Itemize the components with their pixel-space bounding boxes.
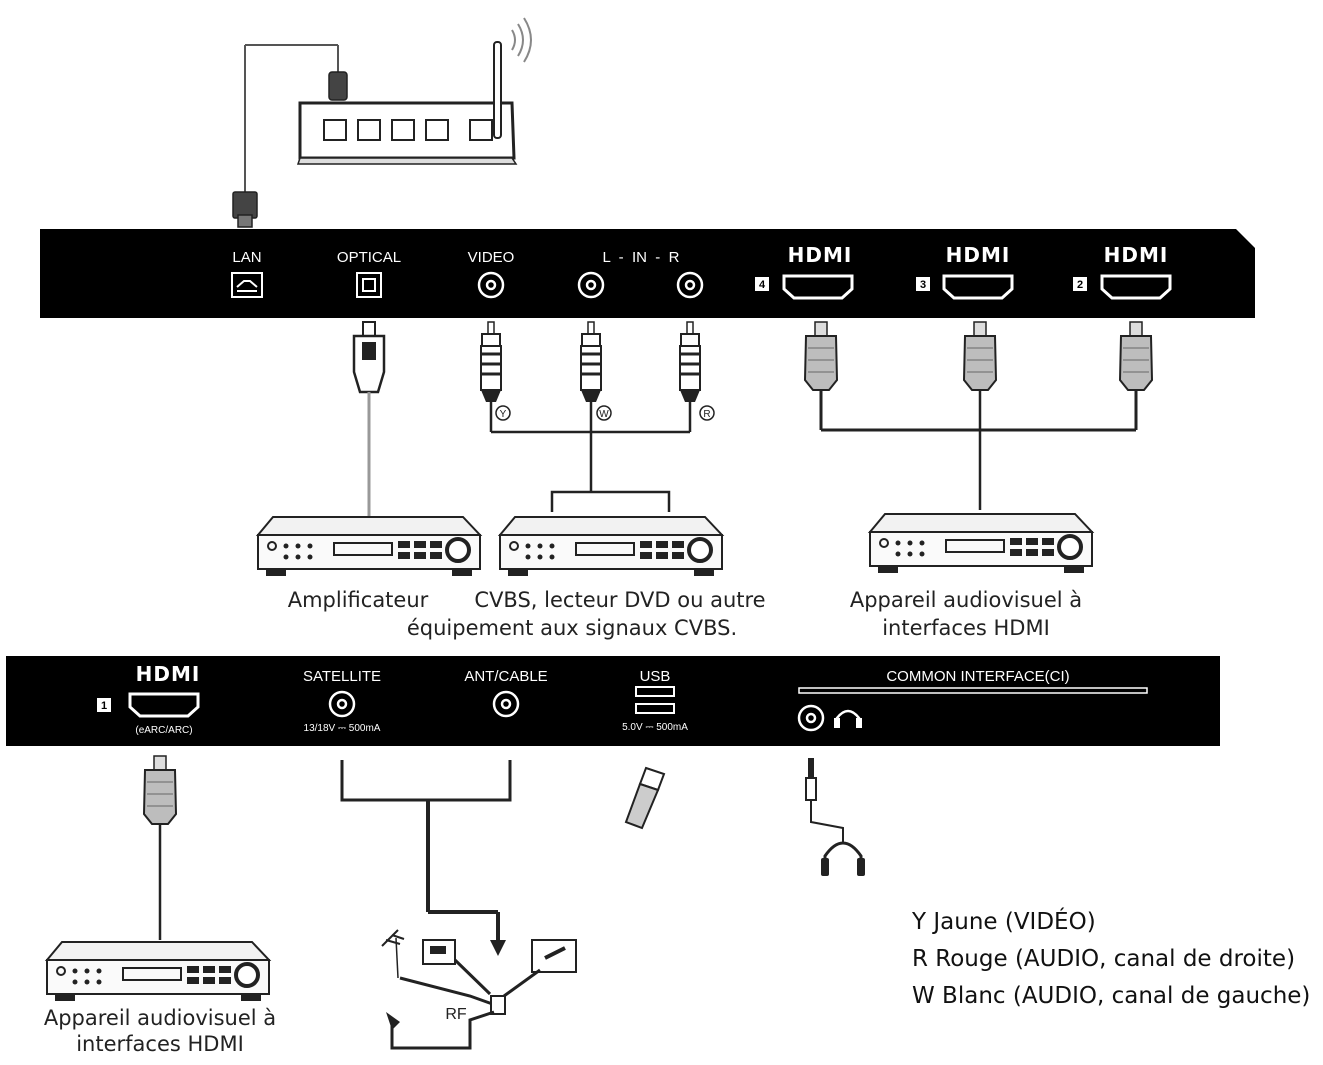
hdmi3-number: 3 (920, 279, 926, 291)
hdmi-cables-top (804, 321, 1153, 510)
rf-cables (340, 760, 512, 956)
hdmi4-number: 4 (759, 279, 766, 291)
cvbs-caption-line1: CVBS, lecteur DVD ou autre (474, 588, 765, 612)
hdmi1-device-caption-line2: interfaces HDMI (76, 1032, 244, 1056)
hdmi-av-device (868, 512, 1094, 575)
svg-text:Y: Y (500, 409, 507, 420)
hdmi1-badge (97, 698, 111, 712)
satellite-label: SATELLITE (303, 668, 381, 685)
hdmi1-av-device (45, 940, 271, 1003)
hdmi1-sub-label: (eARC/ARC) (135, 725, 192, 736)
hdmi3-logo: HDMI (946, 243, 1011, 267)
legend-yellow: Y Jaune (VIDÉO) (911, 907, 1096, 935)
hdmi-device-caption-line1: Appareil audiovisuel à (850, 588, 1082, 612)
hdmi2-logo: HDMI (1104, 243, 1169, 267)
rf-label: RF (445, 1006, 467, 1023)
ant-cable-label: ANT/CABLE (464, 668, 547, 685)
svg-text:R: R (703, 409, 710, 420)
router (244, 17, 532, 210)
hdmi-device-caption-line2: interfaces HDMI (882, 616, 1050, 640)
legend-white: W Blanc (AUDIO, canal de gauche) (912, 983, 1310, 1009)
usb-label: USB (640, 668, 671, 685)
hdmi1-logo: HDMI (136, 662, 201, 686)
hdmi1-device-caption-line1: Appareil audiovisuel à (44, 1006, 276, 1030)
lan-label: LAN (232, 249, 261, 266)
usb-stick (624, 766, 666, 830)
top-panel (40, 229, 1255, 318)
optical-cable (352, 321, 386, 516)
hdmi4-logo: HDMI (788, 243, 853, 267)
hdmi2-number: 2 (1077, 279, 1083, 291)
lan-plug (232, 191, 258, 228)
lan-port[interactable] (231, 272, 263, 298)
hdmi4-badge (755, 277, 769, 291)
hdmi1-cable (143, 755, 177, 940)
bottom-panel (6, 656, 1220, 746)
optical-port[interactable] (356, 272, 382, 298)
usb-ports[interactable] (635, 686, 675, 714)
satellite-spec: 13/18V ⎓ 500mA (304, 723, 381, 734)
svg-text:W: W (599, 409, 609, 420)
amplifier-caption: Amplificateur (288, 588, 429, 612)
rca-marker-r: R (699, 405, 715, 421)
hdmi3-badge (916, 277, 930, 291)
amplifier-device (256, 515, 482, 578)
ci-slot[interactable] (798, 687, 1148, 694)
rca-marker-w: W (596, 405, 612, 421)
headphone-icon (834, 709, 862, 728)
video-label: VIDEO (468, 249, 515, 266)
ci-label: COMMON INTERFACE(CI) (886, 668, 1069, 685)
rca-cables (479, 320, 702, 512)
dvd-player-device (498, 515, 724, 578)
optical-label: OPTICAL (337, 249, 401, 266)
headphones (805, 758, 865, 876)
audio-in-label: L - IN - R (603, 249, 680, 266)
hdmi2-badge (1073, 277, 1087, 291)
usb-spec: 5.0V ⎓ 500mA (622, 722, 688, 733)
antenna-cluster (381, 929, 577, 1050)
legend-red: R Rouge (AUDIO, canal de droite) (912, 946, 1295, 972)
cvbs-caption-line2: équipement aux signaux CVBS. (407, 616, 737, 640)
rca-marker-y: Y (495, 405, 511, 421)
hdmi1-number: 1 (101, 700, 107, 712)
